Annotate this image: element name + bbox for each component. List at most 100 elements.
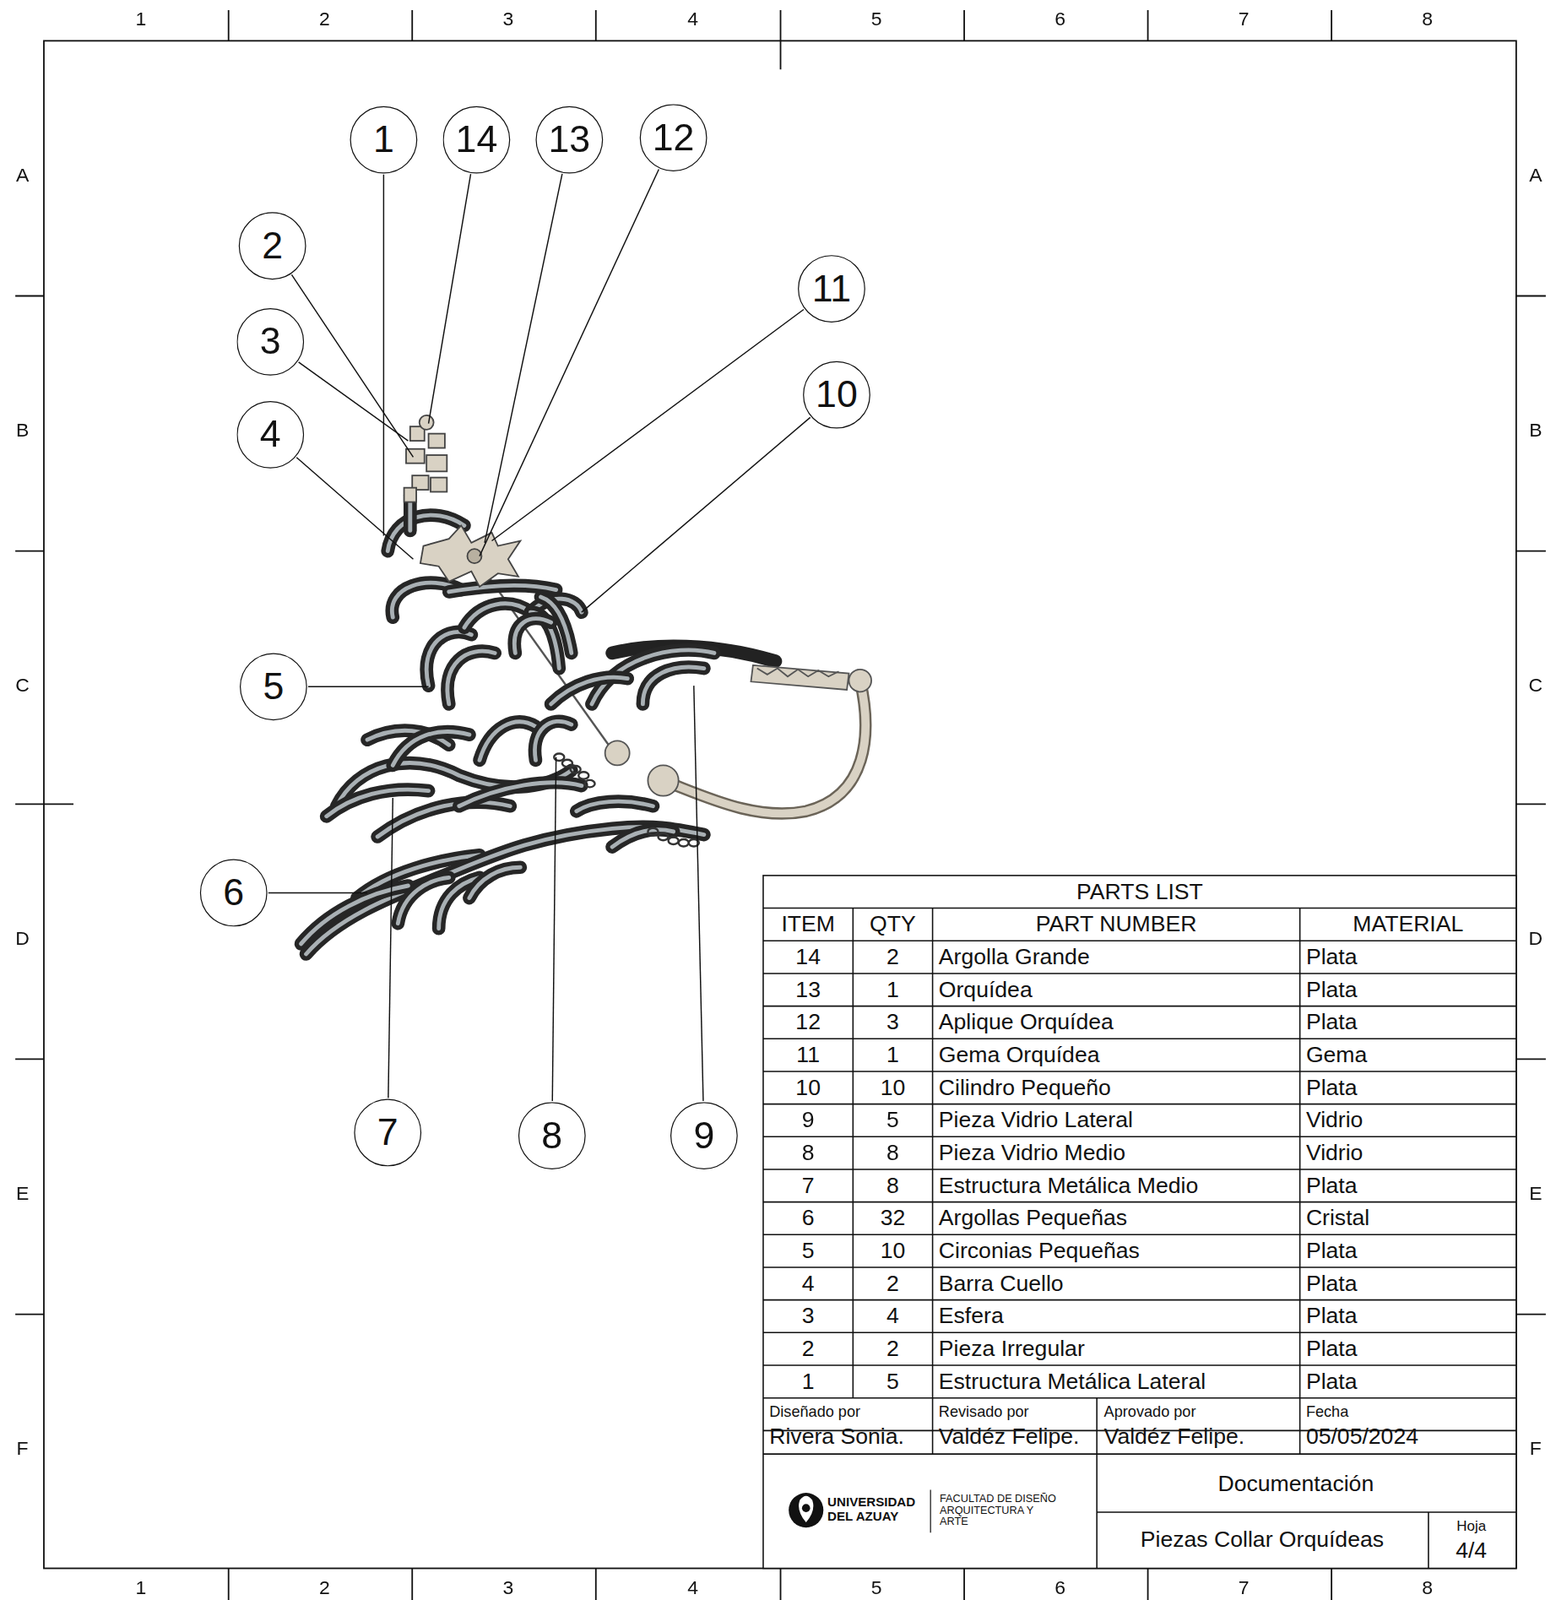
- table-cell: 12: [795, 1009, 821, 1035]
- table-cell: Pieza Vidrio Medio: [938, 1140, 1126, 1166]
- table-title: PARTS LIST: [1076, 879, 1204, 905]
- table-cell: 4: [802, 1271, 815, 1296]
- table-cell: 2: [802, 1336, 815, 1361]
- callout-number: 13: [547, 118, 591, 162]
- table-cell: 2: [886, 1336, 900, 1361]
- zone-letter: B: [1528, 419, 1542, 441]
- table-header: ITEM: [780, 911, 835, 937]
- tube-outline: [301, 885, 409, 944]
- zone-letter: D: [1528, 927, 1544, 949]
- table-cell: Cristal: [1306, 1205, 1370, 1231]
- tube-outline: [535, 721, 572, 760]
- table-cell: 1: [886, 1042, 900, 1068]
- zone-number: 6: [1054, 1577, 1066, 1600]
- tube-highlight: [301, 885, 409, 944]
- table-cell: Plata: [1306, 1075, 1358, 1101]
- tube-outline: [447, 650, 495, 705]
- leader-line: [388, 797, 393, 1098]
- table-cell: Argolla Grande: [938, 944, 1090, 970]
- table-header: PART NUMBER: [1035, 911, 1198, 937]
- zone-letter: D: [15, 927, 30, 949]
- university-name: UNIVERSIDAD DEL AZUAY: [827, 1496, 926, 1524]
- callout-balloon: 8: [518, 1101, 586, 1170]
- tube-highlight: [514, 618, 551, 654]
- tube-highlight: [447, 650, 495, 705]
- table-cell: 1: [886, 977, 900, 1003]
- table-cell: Plata: [1306, 1271, 1358, 1296]
- zone-letter: C: [15, 675, 30, 697]
- leader-line: [298, 362, 409, 441]
- callout-balloon: 10: [802, 361, 871, 429]
- zone-number: 3: [502, 1577, 514, 1600]
- leader-line: [492, 309, 804, 541]
- callout-number: 6: [222, 871, 244, 915]
- callout-balloon: 3: [236, 308, 304, 376]
- tube-outline: [541, 596, 572, 653]
- table-cell: Barra Cuello: [938, 1271, 1064, 1296]
- zone-letter: E: [1528, 1182, 1542, 1204]
- leader-line: [428, 173, 472, 423]
- table-cell: 7: [802, 1173, 815, 1199]
- tube-highlight: [392, 731, 470, 766]
- tube-outline: [514, 618, 551, 654]
- frame: [15, 10, 1546, 1600]
- leader-line: [484, 173, 563, 543]
- callout-balloon: 2: [238, 211, 307, 280]
- leader-line: [479, 168, 659, 556]
- table-cell: Pieza Vidrio Lateral: [938, 1107, 1134, 1133]
- zone-number: 2: [319, 8, 331, 30]
- table-cell: 9: [802, 1107, 815, 1133]
- zone-number: 2: [319, 1577, 331, 1600]
- table-cell: 32: [880, 1205, 906, 1231]
- table-cell: Vidrio: [1306, 1107, 1364, 1133]
- zone-number: 5: [871, 8, 883, 30]
- title-block-caption: Fecha: [1306, 1404, 1349, 1421]
- table-cell: 10: [795, 1075, 821, 1101]
- necklace-illustration: [301, 415, 873, 955]
- table-header: MATERIAL: [1352, 911, 1464, 937]
- leader-line: [308, 686, 429, 688]
- tube-outline: [642, 666, 705, 705]
- chain-link: [584, 780, 595, 787]
- university-logo: [788, 1492, 824, 1528]
- table-cell: Vidrio: [1306, 1140, 1364, 1166]
- callout-balloon: 14: [442, 106, 510, 174]
- zone-number: 3: [502, 8, 514, 30]
- leader-line: [291, 274, 413, 457]
- table-cell: 10: [880, 1075, 906, 1101]
- zone-number: 7: [1238, 1577, 1250, 1600]
- callout-balloon: 7: [353, 1099, 422, 1167]
- tube-highlight: [612, 829, 674, 847]
- zone-number: 8: [1421, 8, 1433, 30]
- table-cell: 2: [886, 944, 900, 970]
- title-block-caption: Revisado por: [938, 1404, 1030, 1421]
- document-type: Documentación: [1217, 1471, 1374, 1497]
- zone-letter: A: [16, 164, 29, 186]
- table-cell: Plata: [1306, 944, 1358, 970]
- zone-letter: E: [16, 1182, 29, 1204]
- table-cell: 13: [795, 977, 821, 1003]
- callout-number: 12: [652, 116, 695, 160]
- tube-outline: [392, 731, 470, 766]
- table-cell: Aplique Orquídea: [938, 1009, 1114, 1035]
- tube-outline: [469, 867, 521, 898]
- tube-outline: [377, 802, 510, 837]
- title-block-caption: Diseñado por: [769, 1404, 861, 1421]
- table-cell: 3: [802, 1303, 815, 1329]
- table-cell: Cilindro Pequeño: [938, 1075, 1112, 1101]
- callout-number: 11: [812, 267, 852, 311]
- table-cell: Estructura Metálica Lateral: [938, 1369, 1206, 1394]
- table-cell: Argollas Pequeñas: [938, 1205, 1128, 1231]
- leader-line: [581, 417, 811, 613]
- table-cell: 5: [886, 1369, 900, 1394]
- callout-number: 3: [260, 319, 282, 364]
- drawing-title: Piezas Collar Orquídeas: [1140, 1527, 1384, 1552]
- table-cell: Plata: [1306, 1238, 1358, 1264]
- table-cell: Plata: [1306, 1369, 1358, 1394]
- table-cell: Plata: [1306, 1173, 1358, 1199]
- title-block-value: Valdéz Felipe.: [938, 1424, 1080, 1449]
- table-cell: Plata: [1306, 977, 1358, 1003]
- table-cell: 2: [886, 1271, 900, 1296]
- leader-lines: [268, 168, 811, 1101]
